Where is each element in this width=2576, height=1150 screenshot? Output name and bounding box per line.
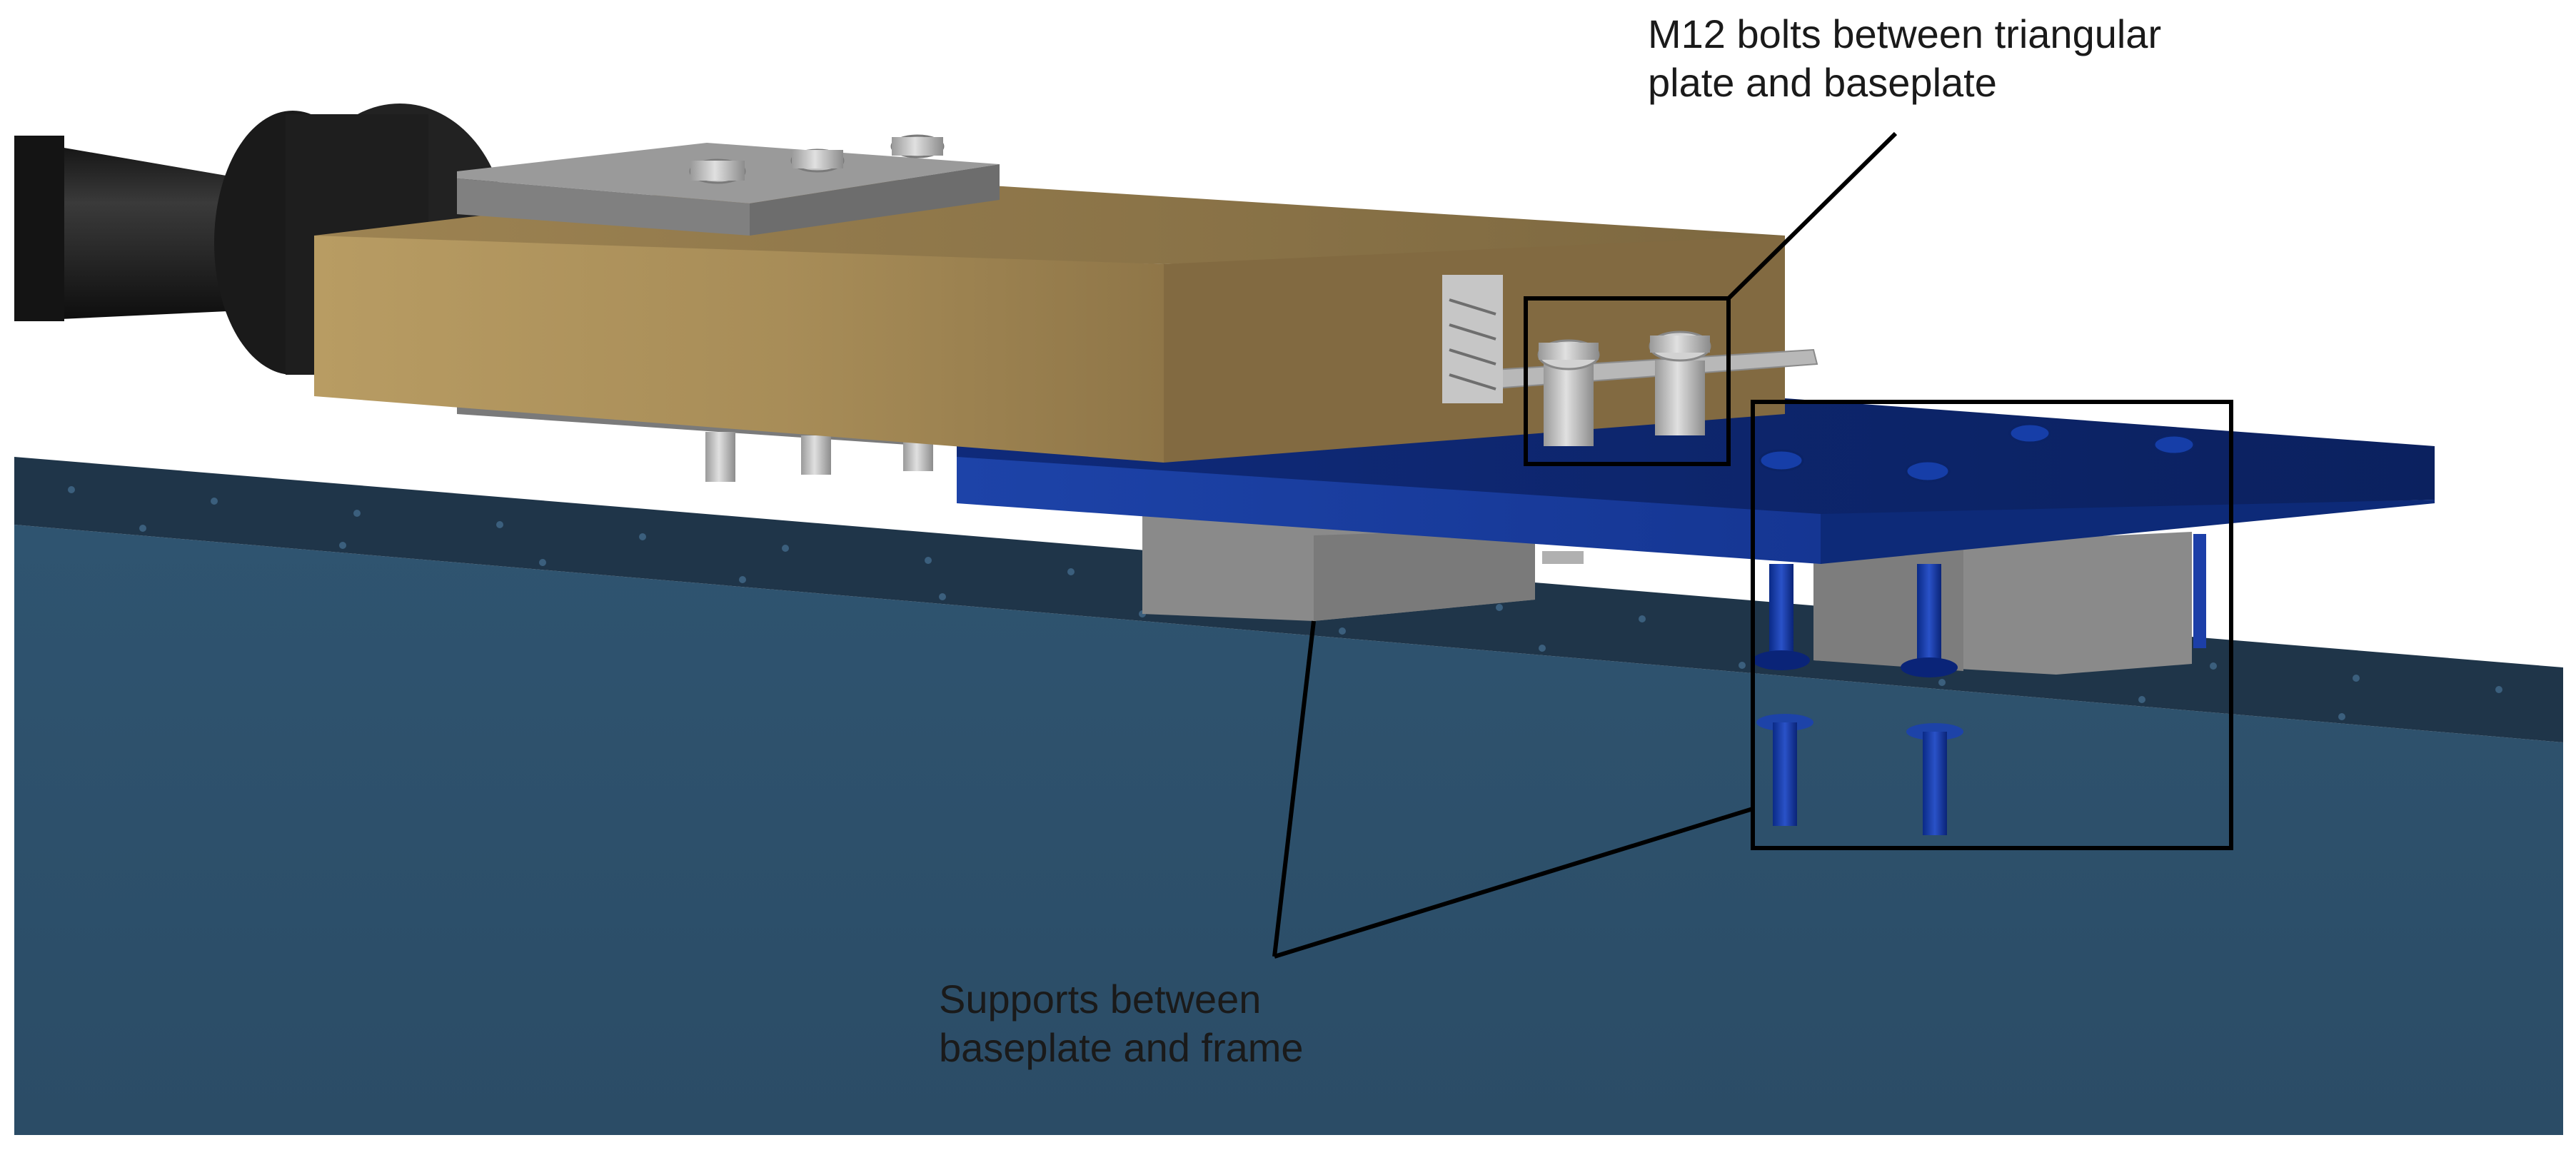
triangular-plate [1442,275,1818,446]
baseplate-right-face [1821,500,2435,564]
support-blocks [1142,514,2206,675]
supports-annotation-line-2: baseplate and frame [939,1025,1304,1070]
m12-bolt [1537,339,1600,446]
bolts-annotation-line-2: plate and baseplate [1648,60,1997,105]
top-bolts [689,134,945,184]
support-block-right-edge [2193,534,2206,648]
motor-shaft [14,139,243,321]
support-post [1753,564,1810,670]
bracket-stack-lines [1449,298,1496,390]
support-posts [1753,564,1963,835]
m12-bolt [1649,331,1711,435]
supports-leader-line-left [1272,620,1316,957]
steel-plate-top [457,134,1000,236]
supports-annotation-label: Supports between baseplate and frame [939,975,1304,1072]
supports-callout-box [1751,400,2233,850]
support-post [1906,723,1963,835]
support-block-left-face [1314,528,1535,621]
support-post [1756,714,1813,826]
bolts-annotation-line-1: M12 bolts between triangular [1648,11,2162,56]
bolts-annotation-label: M12 bolts between triangular plate and b… [1648,10,2161,107]
wood-block-front [314,236,1164,463]
small-block-center [1542,551,1584,564]
steel-plate-side-face [750,164,1000,236]
bolts-leader-line [1726,131,1898,301]
lower-bolts [705,432,933,482]
support-post [1901,564,1958,677]
baseplate-front-face [957,457,1821,564]
steel-plate-front-face [457,178,750,236]
supports-leader-line-right [1274,807,1754,959]
bolts-callout-box [1524,296,1731,466]
supports-annotation-line-1: Supports between [939,977,1262,1022]
motor-shaft-end [14,136,64,321]
callouts [1272,131,2233,959]
